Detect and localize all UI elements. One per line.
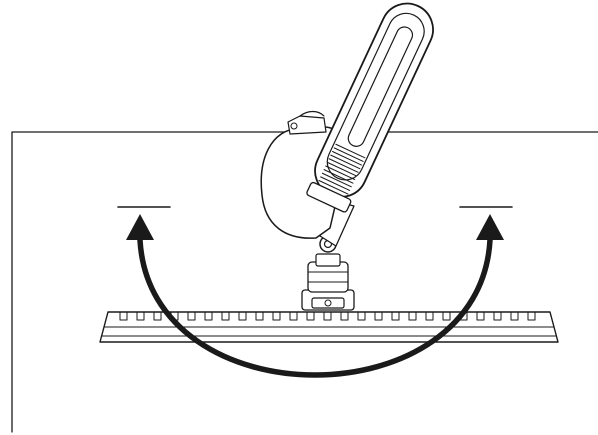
left-arrowhead-icon xyxy=(126,214,154,240)
rotation-arc xyxy=(126,214,504,378)
device-arm xyxy=(306,2,434,213)
mount-base xyxy=(301,253,355,311)
arm-grip-ribs xyxy=(318,143,366,195)
base-bar-teeth xyxy=(119,311,536,321)
surface-outline xyxy=(11,131,598,433)
right-arrowhead-icon xyxy=(476,214,504,240)
